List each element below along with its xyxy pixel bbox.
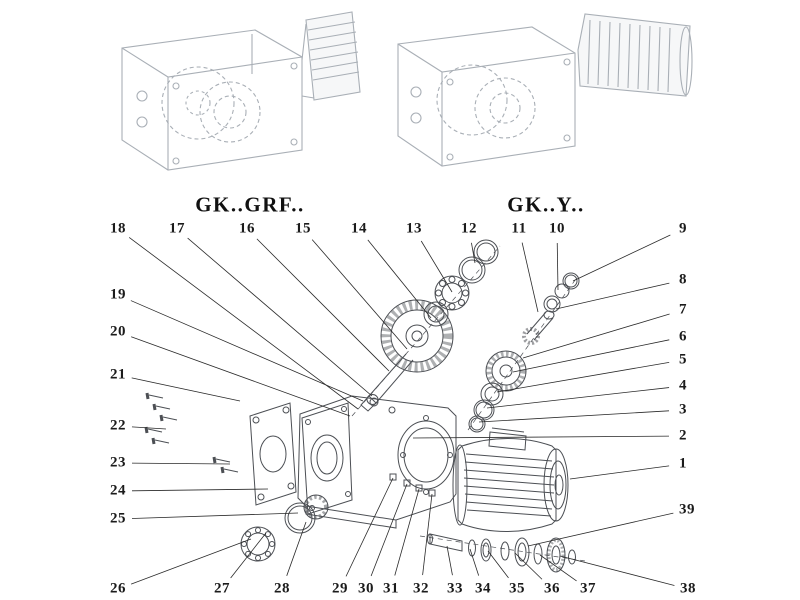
leader-line-25: [131, 512, 299, 519]
part-number-2: 2: [679, 427, 687, 444]
second-gear-set: [468, 350, 527, 433]
mounting-bolts: [144, 392, 239, 474]
part-number-10: 10: [549, 220, 565, 237]
leader-line-27: [230, 532, 267, 579]
leader-line-11: [521, 242, 539, 313]
leader-line-34: [469, 548, 480, 576]
leader-line-1: [569, 465, 670, 480]
flange-cover: [249, 402, 297, 506]
leader-line-22: [131, 426, 167, 430]
part-number-21: 21: [110, 366, 126, 383]
leader-line-30: [370, 483, 408, 577]
leader-line-4: [486, 387, 670, 409]
fastener-set: [389, 473, 436, 497]
output-shaft-axis: [419, 535, 586, 562]
part-number-17: 17: [169, 220, 185, 237]
leader-line-16: [256, 238, 390, 372]
leader-line-13: [420, 240, 453, 293]
part-number-38: 38: [680, 580, 696, 597]
leader-line-2: [412, 435, 670, 439]
part-number-11: 11: [511, 220, 527, 237]
part-number-1: 1: [679, 455, 687, 472]
electric-motor: [452, 427, 569, 532]
part-number-4: 4: [679, 377, 687, 394]
part-number-13: 13: [406, 220, 422, 237]
part-number-28: 28: [274, 580, 290, 597]
main-bearing: [434, 275, 470, 311]
leader-line-38: [559, 555, 675, 586]
part-number-6: 6: [679, 328, 687, 345]
part-number-37: 37: [580, 580, 596, 597]
model-title-grf: GK..GRF..: [195, 192, 305, 217]
exploded-view: [144, 239, 586, 573]
output-shaft-parts: [427, 533, 576, 573]
leader-line-9: [572, 234, 671, 282]
retaining-rings: [458, 239, 499, 284]
part-number-31: 31: [383, 580, 399, 597]
leader-line-24: [131, 488, 269, 492]
part-number-23: 23: [110, 454, 126, 471]
leader-line-3: [478, 410, 670, 423]
leader-line-8: [555, 282, 670, 310]
leader-line-29: [345, 477, 394, 577]
part-number-14: 14: [351, 220, 367, 237]
leader-line-39: [527, 512, 674, 547]
assembled-view-y: [397, 13, 693, 167]
leader-line-6: [512, 339, 670, 373]
part-number-7: 7: [679, 301, 687, 318]
leader-line-21: [131, 377, 241, 402]
part-number-3: 3: [679, 401, 687, 418]
leader-line-15: [311, 239, 408, 350]
leader-line-33: [446, 545, 453, 576]
part-number-35: 35: [509, 580, 525, 597]
part-number-20: 20: [110, 323, 126, 340]
part-number-26: 26: [110, 580, 126, 597]
leader-line-17: [187, 237, 373, 397]
main-gear-and-shaft: [360, 299, 454, 412]
part-number-34: 34: [475, 580, 491, 597]
leader-line-12: [471, 242, 476, 264]
part-number-27: 27: [214, 580, 230, 597]
leader-line-5: [496, 361, 670, 393]
leader-line-32: [422, 493, 433, 576]
leader-line-7: [522, 313, 670, 359]
part-number-25: 25: [110, 510, 126, 527]
leader-line-10: [556, 242, 559, 291]
part-number-33: 33: [447, 580, 463, 597]
leader-line-23: [131, 462, 231, 465]
assembled-view-grf: [121, 11, 361, 171]
part-number-24: 24: [110, 482, 126, 499]
part-number-16: 16: [239, 220, 255, 237]
leader-line-36: [514, 552, 543, 580]
leader-line-37: [539, 554, 577, 582]
leader-line-35: [487, 550, 509, 579]
leader-line-18: [128, 237, 359, 410]
part-number-39: 39: [679, 501, 695, 518]
part-number-15: 15: [295, 220, 311, 237]
part-number-18: 18: [110, 220, 126, 237]
leader-line-19: [130, 300, 364, 402]
part-number-36: 36: [544, 580, 560, 597]
part-number-30: 30: [358, 580, 374, 597]
leader-line-26: [130, 538, 252, 585]
leader-line-31: [394, 488, 420, 576]
part-number-19: 19: [110, 286, 126, 303]
part-number-9: 9: [679, 220, 687, 237]
part-number-29: 29: [332, 580, 348, 597]
model-title-y: GK..Y..: [507, 192, 585, 217]
part-number-8: 8: [679, 271, 687, 288]
output-bearing-set: [240, 494, 329, 562]
part-number-32: 32: [413, 580, 429, 597]
leader-line-20: [131, 336, 351, 417]
part-number-12: 12: [461, 220, 477, 237]
input-pinion-set: [522, 272, 580, 345]
leader-line-28: [286, 521, 307, 576]
leader-line-14: [367, 239, 432, 319]
part-number-5: 5: [679, 351, 687, 368]
part-number-22: 22: [110, 417, 126, 434]
